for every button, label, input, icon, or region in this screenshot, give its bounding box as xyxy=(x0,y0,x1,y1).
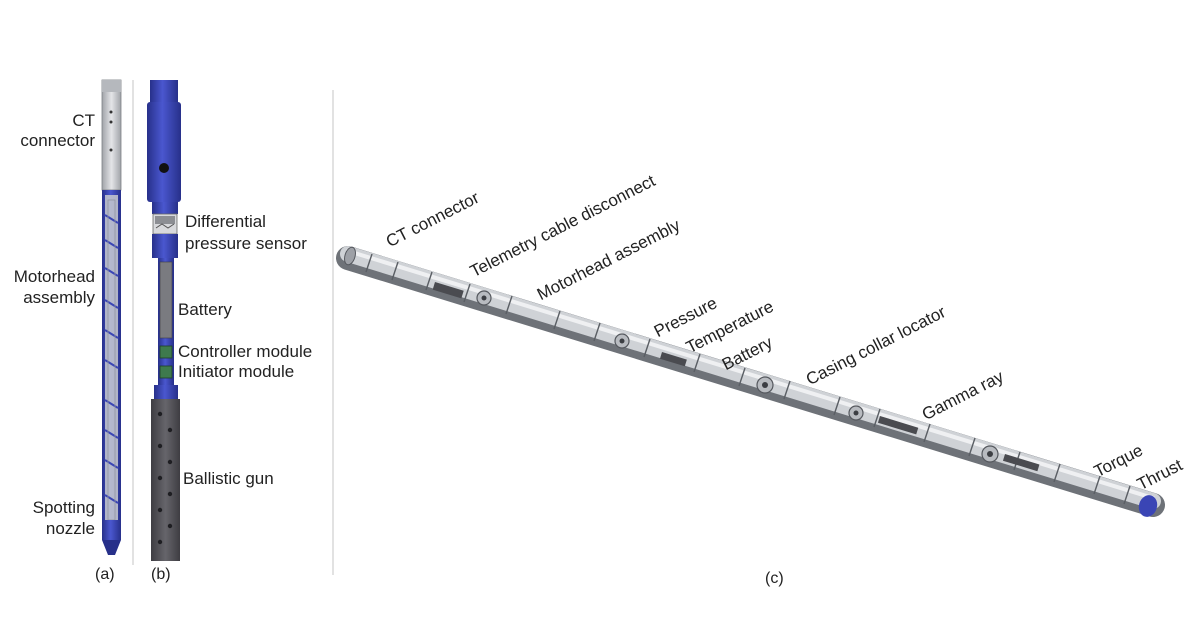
label-a-spotting-line2: nozzle xyxy=(45,519,95,538)
label-b-battery: Battery xyxy=(178,300,232,319)
tool-cutaway-a xyxy=(101,79,122,555)
caption-b: (b) xyxy=(151,566,171,583)
label-b-initiator-module: Initiator module xyxy=(178,362,295,381)
caption-c: (c) xyxy=(765,570,784,587)
tool-exterior-b xyxy=(147,80,181,561)
tool-string-c xyxy=(336,246,1165,517)
label-a-ct-connector-line2: connector xyxy=(20,131,95,150)
caption-a: (a) xyxy=(95,566,115,583)
label-a-motorhead-line2: assembly xyxy=(23,288,95,307)
label-a-motorhead-line1: Motorhead xyxy=(13,267,95,286)
label-b-ballistic-gun: Ballistic gun xyxy=(183,469,274,488)
label-b-differential-line2: pressure sensor xyxy=(185,234,307,253)
label-a-spotting-line1: Spotting xyxy=(32,498,95,517)
label-b-differential-line1: Differential xyxy=(185,212,266,231)
label-a-ct-connector-line1: CT xyxy=(72,111,95,130)
label-b-controller-module: Controller module xyxy=(178,342,313,361)
